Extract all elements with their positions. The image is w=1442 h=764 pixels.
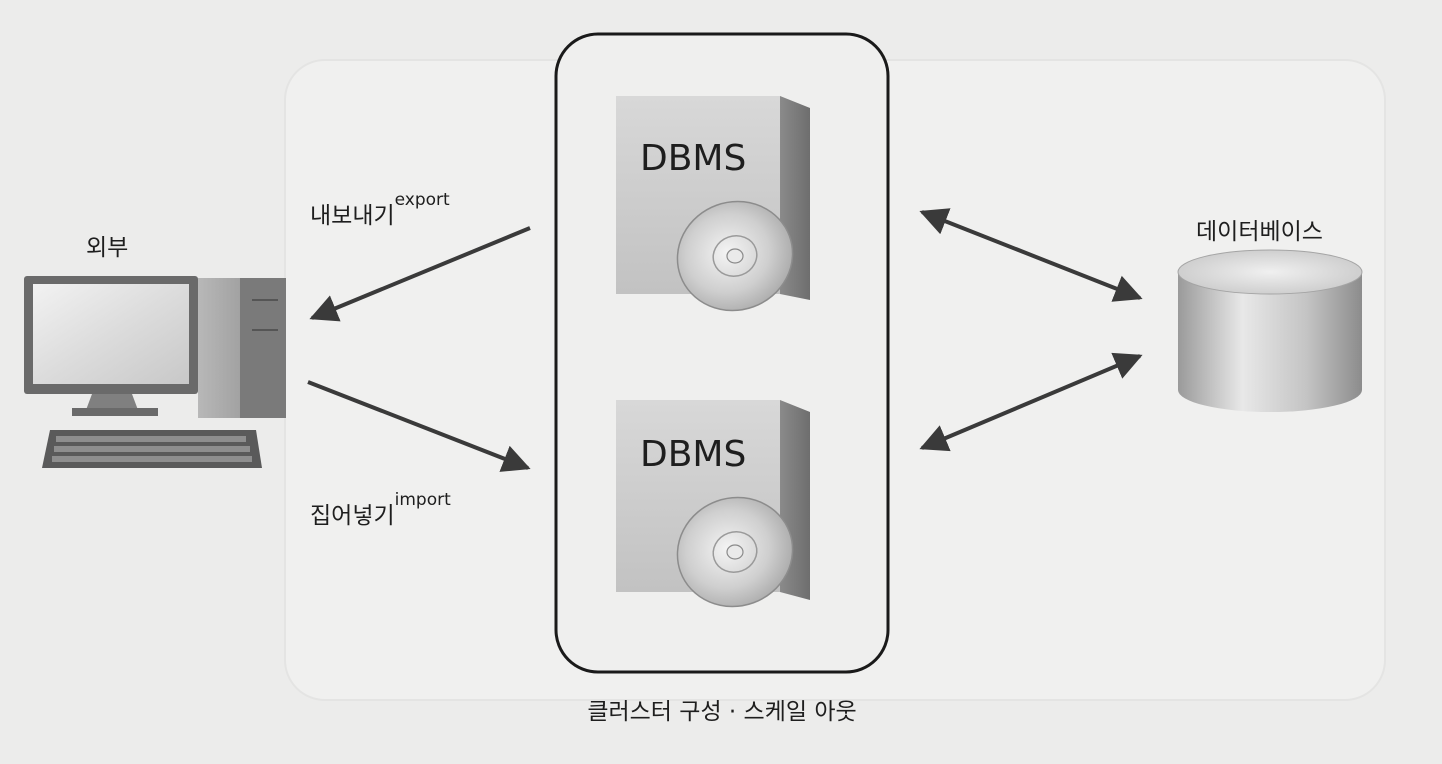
import-label: 집어넣기import bbox=[310, 490, 451, 530]
cd-disc-icon bbox=[676, 200, 794, 312]
dbms-label-1: DBMS bbox=[640, 138, 746, 179]
dbms-label-2: DBMS bbox=[640, 434, 746, 475]
export-label: 내보내기export bbox=[310, 190, 450, 230]
external-label: 외부 bbox=[86, 235, 129, 261]
export-label-ko: 내보내기 bbox=[310, 203, 395, 229]
cluster-caption: 클러스터 구성 · 스케일 아웃 bbox=[587, 699, 857, 725]
import-arrow bbox=[307, 380, 531, 472]
export-label-en: export bbox=[394, 190, 450, 210]
db-link-arrow-bottom bbox=[919, 352, 1143, 452]
import-label-ko: 집어넣기 bbox=[310, 503, 395, 529]
export-arrow bbox=[309, 226, 531, 322]
import-label-en: import bbox=[394, 490, 451, 510]
cd-disc-icon bbox=[676, 496, 794, 608]
database-cylinder-icon bbox=[1177, 249, 1363, 412]
database-label: 데이터베이스 bbox=[1196, 219, 1323, 245]
db-link-arrow-top bbox=[919, 208, 1143, 302]
desktop-computer-icon bbox=[24, 276, 286, 468]
